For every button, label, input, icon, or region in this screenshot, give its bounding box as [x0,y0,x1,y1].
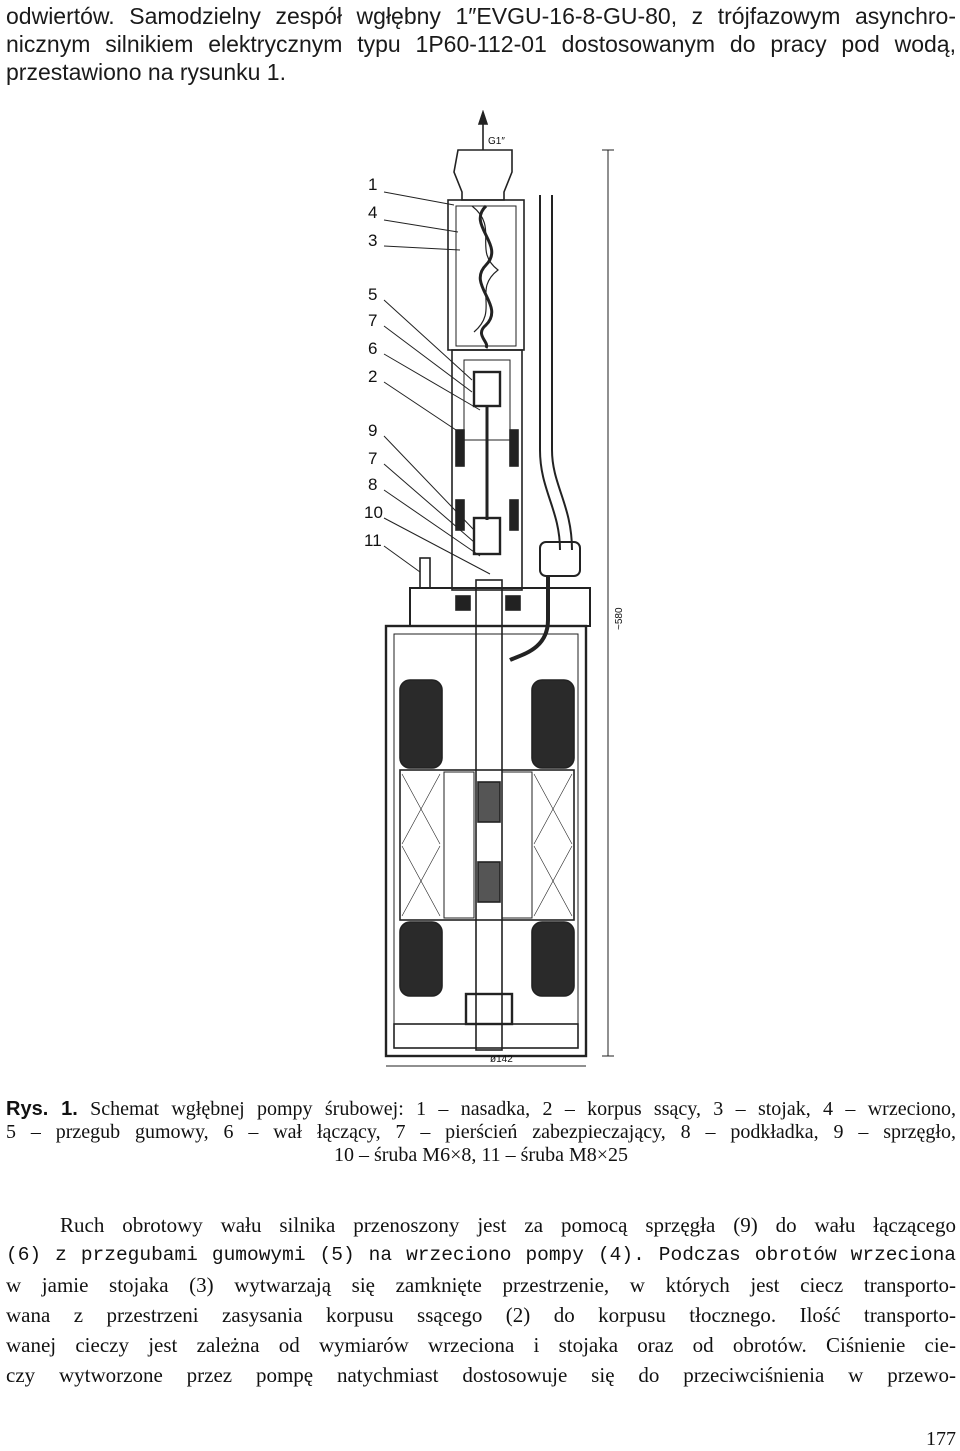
dimension-label-height: ~580 [614,607,625,630]
callout-label: 9 [368,421,377,440]
callout-label: 1 [368,175,377,194]
caption-line: 10 – śruba M6×8, 11 – śruba M8×25 [333,1144,629,1166]
callout-label: 4 [368,203,377,222]
callout-label: 5 [368,285,377,304]
body-paragraph: Ruch obrotowy wału silnika przenoszony j… [6,1210,956,1390]
callout-label: 3 [368,231,377,250]
callout-label: 10 [364,503,383,522]
page-number: 177 [926,1428,956,1450]
dimension-label-top: G1″ [488,136,505,147]
caption-line: Rys. 1. Schemat wgłębnej pompy śrubowej:… [6,1098,956,1121]
callout-label: 6 [368,339,377,358]
intro-line: nicznym silnikiem elektrycznym typu 1P60… [6,31,956,57]
callout-label: 7 [368,311,377,330]
dimension-label-width: ø142 [490,1054,513,1065]
intro-line: odwiertów. Samodzielny zespół wgłębny 1″… [6,3,956,29]
body-line: Ruch obrotowy wału silnika przenoszony j… [60,1213,956,1237]
callout-label: 8 [368,475,377,494]
body-line: wanej cieczy jest zależna od wymiarów wr… [6,1333,956,1357]
intro-line: przestawiono na rysunku 1. [6,59,286,85]
pump-drawing: 1 4 3 5 7 6 2 9 7 8 10 11 G1″ ~580 ø142 [364,109,625,1067]
pump-schematic-figure: 1 4 3 5 7 6 2 9 7 8 10 11 G1″ ~580 ø142 [340,109,630,1070]
body-line: czy wytworzone przez pompę natychmiast d… [6,1363,956,1387]
body-line: (6) z przegubami gumowymi (5) na wrzecio… [6,1244,956,1266]
callout-label: 7 [368,449,377,468]
caption-line: 5 – przegub gumowy, 6 – wał łączący, 7 –… [6,1121,956,1143]
figure-caption: Rys. 1. Schemat wgłębnej pompy śrubowej:… [6,1098,956,1167]
callout-label: 11 [364,531,382,550]
caption-text: Schemat wgłębnej pompy śrubowej: 1 – nas… [77,1098,957,1120]
intro-paragraph: odwiertów. Samodzielny zespół wgłębny 1″… [6,2,956,86]
caption-label: Rys. 1. [6,1098,78,1120]
callout-label: 2 [368,367,377,386]
body-line: wana z przestrzeni zasysania korpusu ssą… [6,1303,956,1327]
body-line: w jamie stojaka (3) wytwarzają się zamkn… [6,1273,956,1297]
